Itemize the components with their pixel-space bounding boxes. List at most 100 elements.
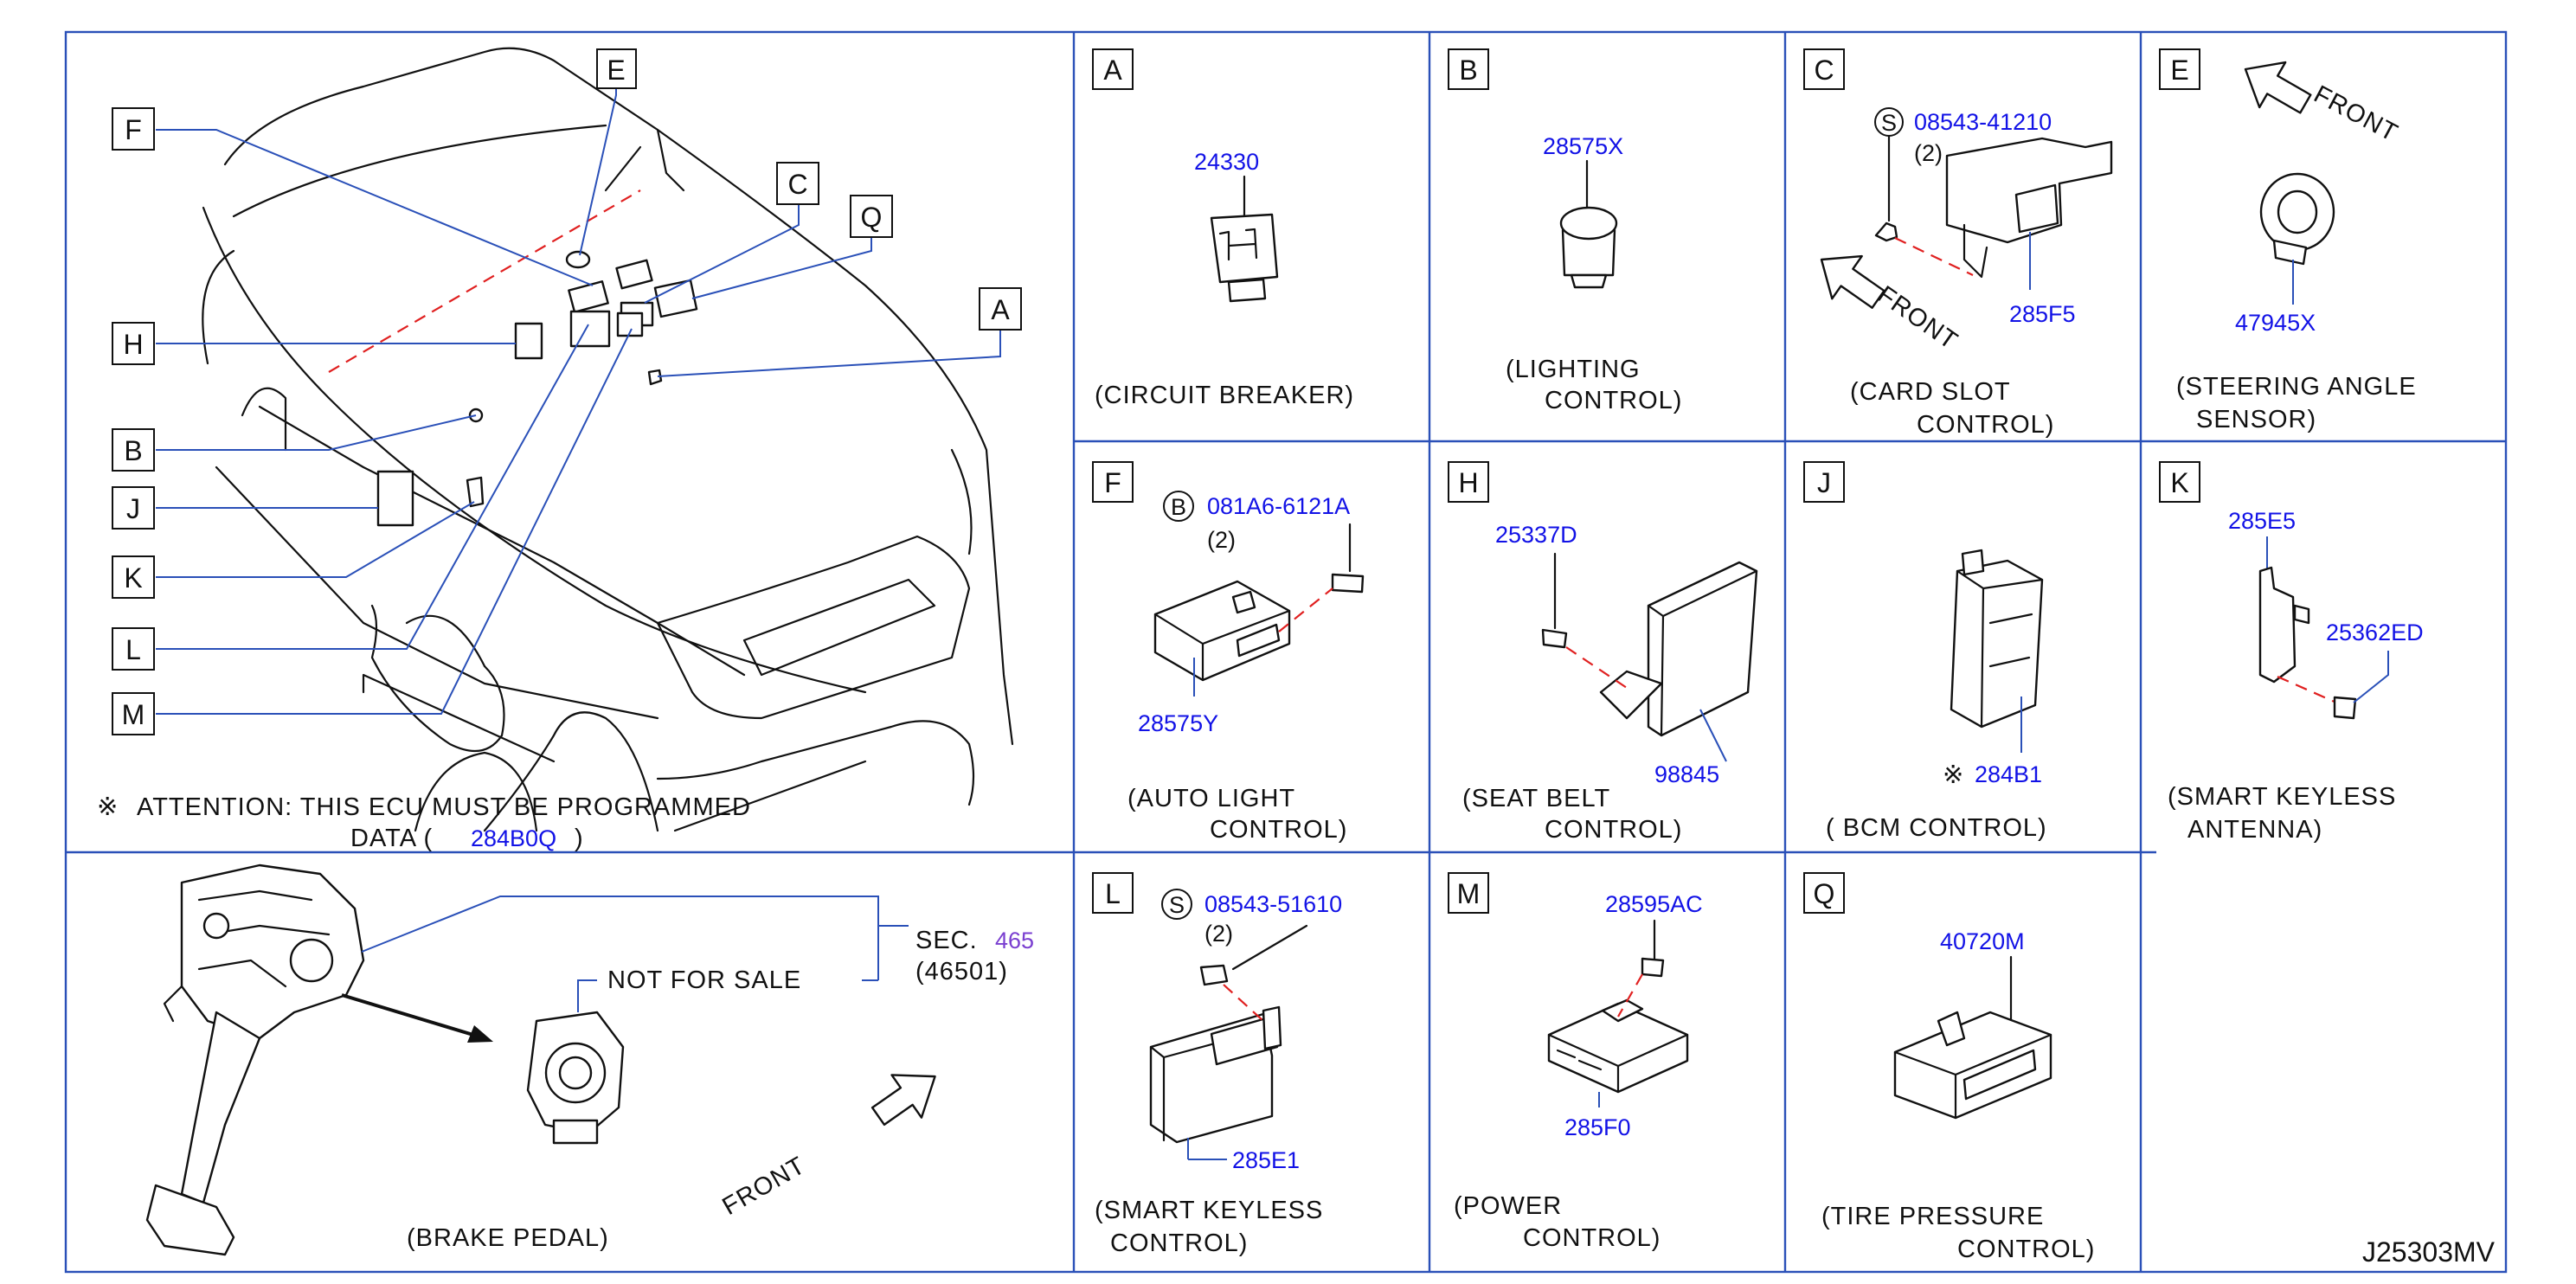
brake-switch	[526, 1011, 625, 1145]
front-label-C: FRONT	[1873, 281, 1963, 356]
caption-K-2: ANTENNA)	[2187, 816, 2322, 844]
part-number-284B1: 284B1	[1975, 761, 2042, 787]
panel-E: E FRONT 47945X (STEERING ANGLE SENSOR)	[2159, 48, 2417, 433]
part-number-47945X: 47945X	[2235, 310, 2316, 336]
frame-grid	[64, 30, 2508, 1274]
circuit-breaker-part	[1210, 213, 1279, 303]
panel-F: F B 081A6-6121A (2) 28575Y (AUTO LIGHT C…	[1092, 461, 1365, 844]
diagram-code: J25303MV	[2362, 1236, 2496, 1268]
svg-text:C: C	[1814, 55, 1834, 86]
panel-A: A 24330 (CIRCUIT BREAKER)	[1092, 48, 1354, 409]
brake-arrow	[341, 993, 485, 1040]
caption-L-1: (SMART KEYLESS	[1095, 1197, 1323, 1224]
callout-A: A	[979, 287, 1022, 331]
svg-text:Q: Q	[1814, 878, 1835, 909]
caption-C-2: CONTROL)	[1917, 411, 2054, 439]
brake-pedal-panel: SEC. 465 (46501) NOT FOR SALE FRONT (BRA…	[145, 863, 1034, 1256]
screw-25362ED: 25362ED	[2326, 620, 2424, 645]
car-body-outline	[202, 47, 1014, 832]
bolt-081A6-6121A: 081A6-6121A	[1207, 493, 1350, 519]
panel-Q: Q 40720M (TIRE PRESSURE CONTROL)	[1803, 872, 2094, 1263]
panel-J: J ※ 284B1 ( BCM CONTROL)	[1803, 461, 2046, 842]
callout-K: K	[112, 555, 155, 599]
part-number-285F5: 285F5	[2009, 301, 2076, 327]
overview-panel: E F C Q A H B J K L M ※ ATTENTION: THIS …	[97, 47, 1022, 852]
svg-text:K: K	[124, 562, 142, 594]
auto-light-control-unit	[1153, 580, 1291, 682]
svg-text:L: L	[125, 634, 141, 665]
not-for-sale: NOT FOR SALE	[607, 966, 801, 994]
caption-F-2: CONTROL)	[1210, 816, 1347, 844]
smart-keyless-control-unit	[1149, 1005, 1282, 1144]
s-mark-L	[1161, 889, 1192, 920]
callout-J: J	[112, 486, 155, 530]
svg-text:L: L	[1105, 878, 1121, 909]
brake-front-arrow	[870, 1074, 936, 1127]
svg-text:E: E	[607, 55, 625, 86]
brake-arrow-head	[467, 1025, 493, 1043]
caption-A: (CIRCUIT BREAKER)	[1095, 382, 1354, 409]
panel-M: M 28595AC 285F0 (POWER CONTROL)	[1448, 872, 1703, 1252]
sec-sub: (46501)	[915, 958, 1008, 985]
sec-number: 465	[995, 928, 1034, 953]
part-number-28575X: 28575X	[1543, 133, 1623, 159]
svg-text:B: B	[1459, 55, 1477, 86]
svg-text:C: C	[787, 169, 807, 200]
callout-leaders	[156, 84, 1001, 715]
svg-text:B: B	[1171, 494, 1186, 520]
sec-label: SEC.	[915, 927, 978, 954]
callout-H: H	[112, 322, 155, 365]
card-slot-unit	[1874, 137, 2113, 279]
svg-text:J: J	[1817, 467, 1831, 498]
part-number-285F0: 285F0	[1564, 1114, 1631, 1140]
panel-L: L S 08543-51610 (2) 285E1 (SMART KEYLESS…	[1092, 872, 1342, 1257]
car-components	[376, 250, 698, 527]
seat-belt-control-unit	[1599, 561, 1758, 737]
antenna-bracket	[2258, 566, 2310, 684]
caption-C-1: (CARD SLOT	[1850, 378, 2011, 406]
bcm-unit	[1950, 549, 2044, 729]
caption-E-1: (STEERING ANGLE	[2176, 373, 2417, 401]
svg-text:B: B	[124, 435, 142, 466]
caption-K-1: (SMART KEYLESS	[2168, 783, 2396, 811]
callout-F: F	[112, 107, 155, 151]
brake-front-label: FRONT	[718, 1152, 811, 1221]
screw-L	[1199, 964, 1229, 986]
caption-M-1: (POWER	[1454, 1192, 1562, 1220]
svg-text:K: K	[2170, 467, 2188, 498]
nfs-leader	[577, 979, 597, 1012]
svg-text:Q: Q	[861, 202, 883, 233]
caption-B-1: (LIGHTING	[1506, 356, 1641, 383]
bolt-F	[1331, 573, 1365, 594]
panel-B: B 28575X (LIGHTING CONTROL)	[1448, 48, 1681, 414]
svg-text:M: M	[122, 699, 145, 730]
caption-F-1: (AUTO LIGHT	[1127, 785, 1295, 812]
power-control-unit	[1547, 998, 1689, 1094]
svg-text:S: S	[1169, 892, 1185, 918]
part-number-285E1: 285E1	[1232, 1147, 1300, 1173]
brake-caption: (BRAKE PEDAL)	[407, 1224, 609, 1252]
svg-text:J: J	[126, 493, 140, 524]
part-number-24330: 24330	[1194, 149, 1259, 175]
qty-L: (2)	[1204, 921, 1233, 947]
brake-pedal-assembly	[145, 863, 365, 1256]
screw-H	[1541, 628, 1568, 649]
svg-text:A: A	[991, 294, 1010, 325]
caption-M-2: CONTROL)	[1523, 1224, 1661, 1252]
b-mark-F	[1163, 491, 1194, 522]
part-number-28575Y: 28575Y	[1138, 710, 1218, 736]
callout-C: C	[776, 162, 819, 205]
panel-K: K 285E5 25362ED (SMART KEYLESS ANTENNA)	[2159, 461, 2424, 844]
screw-08543-51610: 08543-51610	[1204, 891, 1342, 917]
qty-C: (2)	[1914, 140, 1943, 166]
front-arrow-E	[2244, 61, 2312, 114]
screw-28595AC: 28595AC	[1605, 891, 1703, 917]
svg-text:H: H	[1458, 467, 1478, 498]
callout-B: B	[112, 428, 155, 472]
svg-text:S: S	[1881, 110, 1897, 136]
steering-angle-sensor	[2259, 172, 2335, 266]
bracket-285E5: 285E5	[2228, 508, 2296, 534]
svg-text:F: F	[1104, 467, 1121, 498]
callout-M: M	[112, 692, 155, 735]
callout-L: L	[112, 627, 155, 671]
